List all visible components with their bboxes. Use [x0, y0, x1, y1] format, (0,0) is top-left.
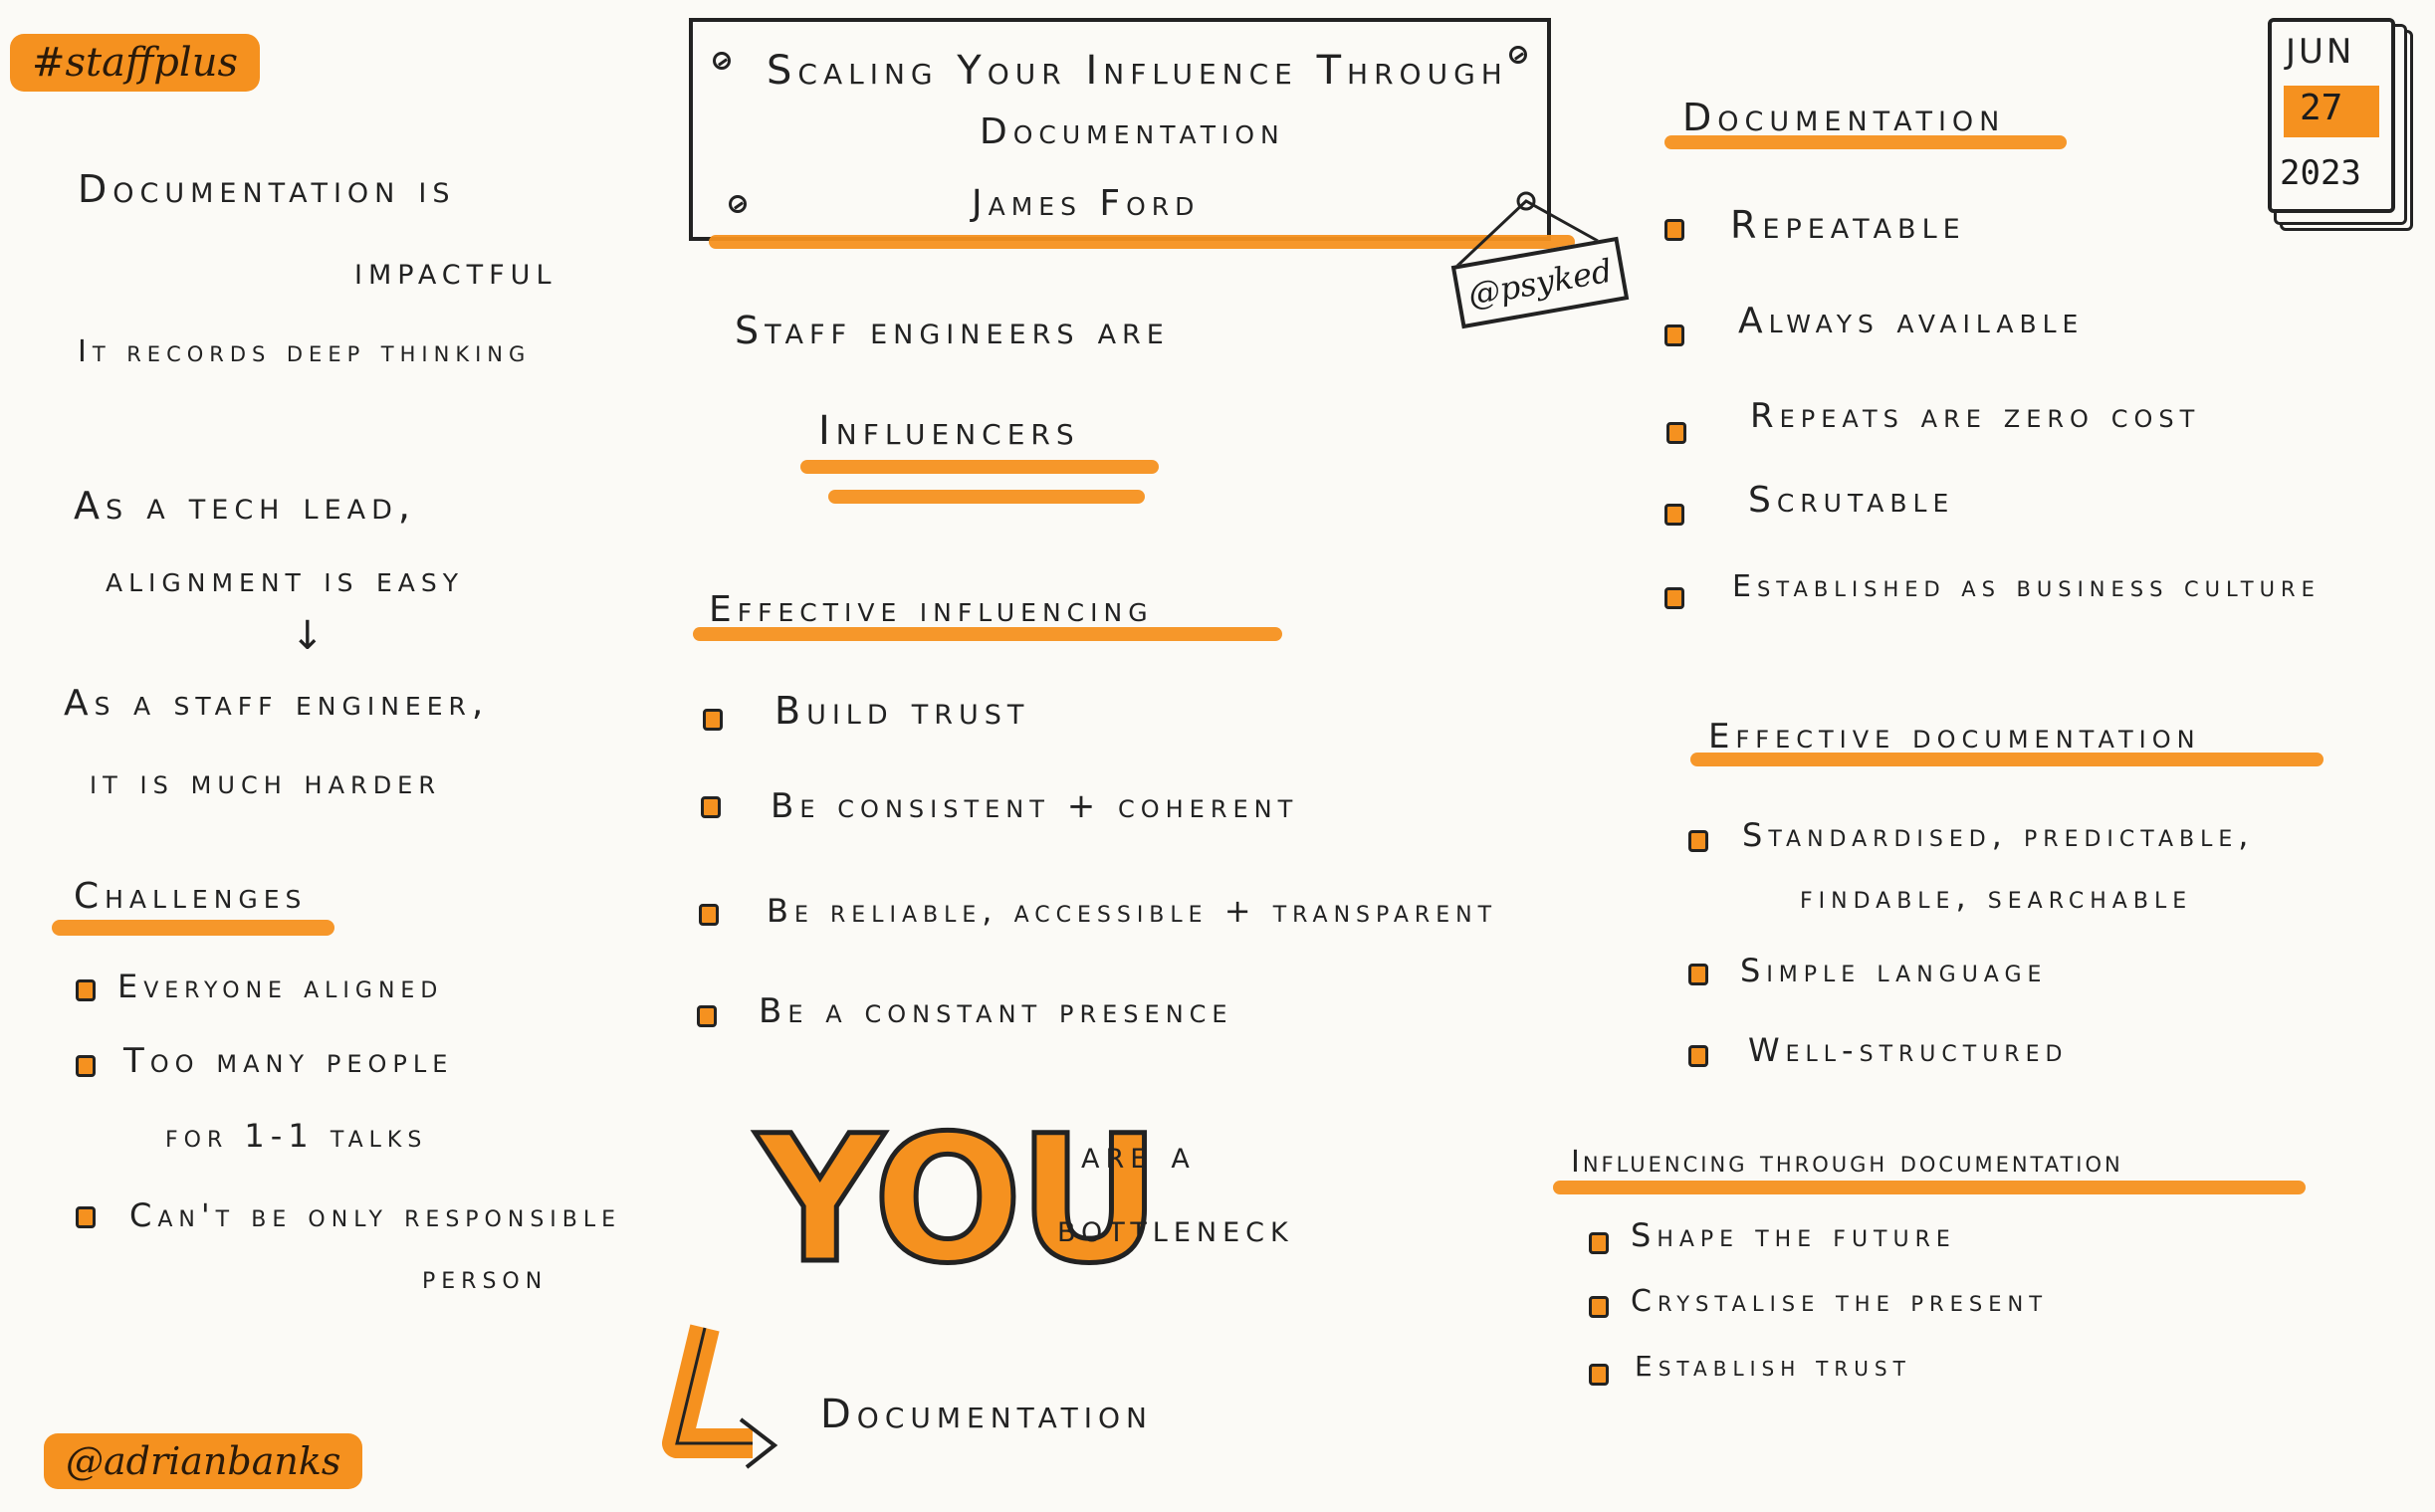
bullet-icon — [1589, 1232, 1609, 1254]
effective-documentation-title: Effective documentation — [1708, 717, 2201, 756]
documentation-item: Repeats are zero cost — [1750, 396, 2201, 436]
bullet-icon — [1664, 324, 1684, 346]
screw-icon — [713, 52, 731, 70]
intro-line2: impactful — [354, 249, 557, 293]
bullet-icon — [699, 904, 719, 926]
staff-engineer-line1: As a staff engineer, — [64, 683, 490, 724]
bullet-icon — [76, 1206, 96, 1228]
bullet-icon — [1589, 1296, 1609, 1318]
title-underline — [709, 235, 1575, 249]
challenges-title: Challenges — [74, 876, 308, 917]
bullet-icon — [697, 1005, 717, 1027]
curved-arrow-icon — [662, 1324, 778, 1469]
bullet-icon — [701, 796, 721, 818]
screw-icon — [1509, 46, 1527, 64]
intro-line1: Documentation is — [78, 167, 456, 211]
bullet-icon — [1664, 504, 1684, 526]
documentation-underline — [1664, 135, 2067, 149]
effective-influencing-title: Effective influencing — [709, 589, 1154, 630]
bullet-icon — [703, 709, 723, 731]
bullet-icon — [1666, 422, 1686, 444]
talk-title-line2: Documentation — [980, 111, 1285, 152]
bullet-icon — [1688, 1045, 1708, 1067]
intro-line3: It records deep thinking — [78, 334, 532, 369]
documentation-item: Always available — [1738, 301, 2085, 341]
influencing-through-documentation-underline — [1553, 1181, 2306, 1194]
staff-engineer-line2: it is much harder — [90, 762, 442, 802]
challenges-underline — [52, 920, 334, 936]
bullet-icon — [1688, 964, 1708, 985]
speaker-name: James Ford — [972, 183, 1201, 224]
bullet-icon — [1688, 830, 1708, 852]
influencers-underline — [828, 490, 1145, 504]
effective-documentation-item: Standardised, predictable, — [1742, 816, 2255, 854]
influencing-through-documentation-title: Influencing through documentation — [1571, 1145, 2123, 1180]
effective-documentation-underline — [1690, 753, 2324, 766]
documentation-text: Documentation — [820, 1392, 1153, 1437]
challenge-item: Too many people — [123, 1041, 454, 1081]
documentation-title: Documentation — [1682, 96, 2006, 139]
bullet-icon — [1589, 1364, 1609, 1386]
challenge-item: Everyone aligned — [117, 968, 444, 1005]
you-big-text: YOU — [755, 1098, 1164, 1302]
effective-influencing-underline — [693, 627, 1282, 641]
are-a-text: are a — [1081, 1133, 1196, 1177]
influencing-item: Be consistent + coherent — [771, 786, 1299, 826]
talk-title-line1: Scaling Your Influence Through — [767, 48, 1508, 94]
calendar-year: 2023 — [2280, 153, 2361, 193]
bullet-icon — [1664, 587, 1684, 609]
staff-are-text: Staff engineers are — [735, 309, 1170, 352]
challenge-item-continued: for 1-1 talks — [165, 1117, 428, 1155]
tech-lead-line1: As a tech lead, — [74, 484, 416, 528]
influencing-item: Be reliable, accessible + transparent — [767, 892, 1498, 930]
influencing-item: Build trust — [775, 689, 1030, 733]
effective-documentation-item: Well-structured — [1748, 1031, 2069, 1069]
influencers-text: Influencers — [818, 408, 1080, 454]
challenge-item: Can't be only responsible — [129, 1196, 622, 1234]
bottleneck-text: bottleneck — [1057, 1206, 1294, 1250]
screw-icon — [729, 195, 747, 213]
calendar-day: 27 — [2300, 88, 2343, 128]
effective-documentation-item-continued: findable, searchable — [1800, 878, 2193, 916]
challenge-item-continued: person — [422, 1258, 549, 1296]
influencers-underline — [800, 460, 1159, 474]
influencing-item: Be a constant presence — [759, 991, 1233, 1031]
hanging-sign-strings — [1454, 191, 1599, 269]
influencing-through-item: Establish trust — [1635, 1350, 1911, 1383]
calendar-icon: JUN 27 2023 — [2268, 18, 2413, 231]
arrow-down-icon: ↓ — [291, 613, 325, 659]
hashtag-badge: #staffplus — [10, 34, 260, 92]
tech-lead-line2: alignment is easy — [106, 559, 464, 600]
documentation-item: Scrutable — [1748, 480, 1955, 521]
bullet-icon — [1664, 219, 1684, 241]
bullet-icon — [76, 979, 96, 1001]
documentation-item: Repeatable — [1730, 203, 1966, 247]
influencing-through-item: Crystalise the present — [1631, 1284, 2049, 1319]
influencing-through-item: Shape the future — [1631, 1216, 1956, 1254]
bullet-icon — [76, 1055, 96, 1077]
effective-documentation-item: Simple language — [1740, 952, 2048, 989]
calendar-month: JUN — [2286, 32, 2355, 72]
author-handle-badge: @adrianbanks — [44, 1433, 363, 1489]
documentation-item: Established as business culture — [1732, 569, 2321, 604]
